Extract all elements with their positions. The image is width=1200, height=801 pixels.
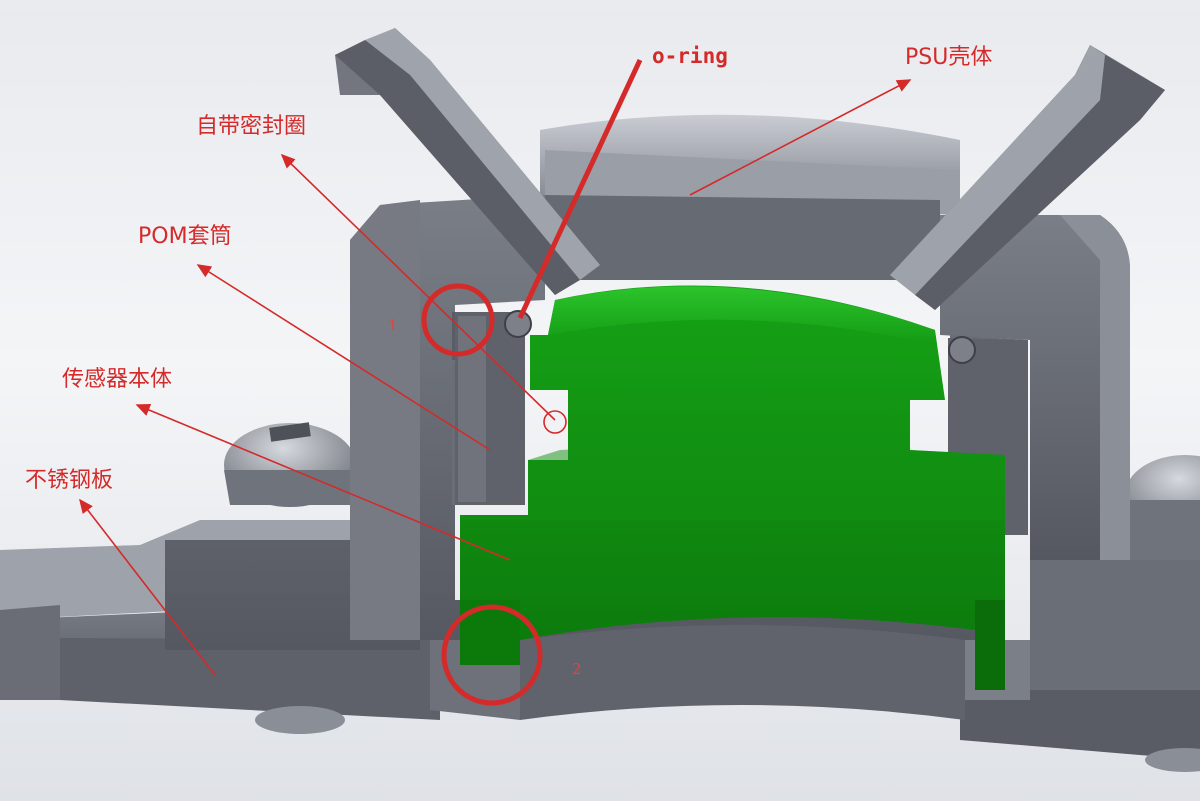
leader-self-seal	[280, 153, 556, 421]
highlight-circle-2	[441, 604, 543, 706]
highlight-circles	[421, 283, 567, 706]
leader-sensor	[135, 404, 511, 561]
label-psu-housing: PSU壳体	[905, 45, 992, 70]
leader-pom	[196, 264, 491, 451]
screw-right	[1125, 455, 1200, 772]
leader-plate	[79, 498, 216, 676]
leader-oring	[517, 58, 643, 320]
sensor-body	[460, 285, 1005, 690]
label-stainless-plate: 不锈钢板	[25, 468, 113, 493]
highlight-circle-1	[421, 283, 495, 357]
label-self-seal: 自带密封圈	[196, 114, 306, 139]
marker-1: 1	[388, 316, 398, 334]
self-seal-marker	[543, 410, 567, 434]
nozzle-right	[890, 45, 1165, 310]
nozzle-left	[335, 28, 600, 295]
label-sensor-body: 传感器本体	[62, 367, 172, 392]
screw-left	[224, 422, 356, 734]
label-oring: o-ring	[652, 44, 728, 68]
o-ring-right	[948, 336, 976, 364]
label-pom-sleeve: POM套筒	[138, 224, 232, 249]
marker-2: 2	[572, 660, 582, 678]
leader-lines	[79, 58, 912, 676]
top-border	[0, 0, 1200, 12]
leader-psu	[689, 79, 912, 196]
o-ring-left	[504, 310, 532, 338]
